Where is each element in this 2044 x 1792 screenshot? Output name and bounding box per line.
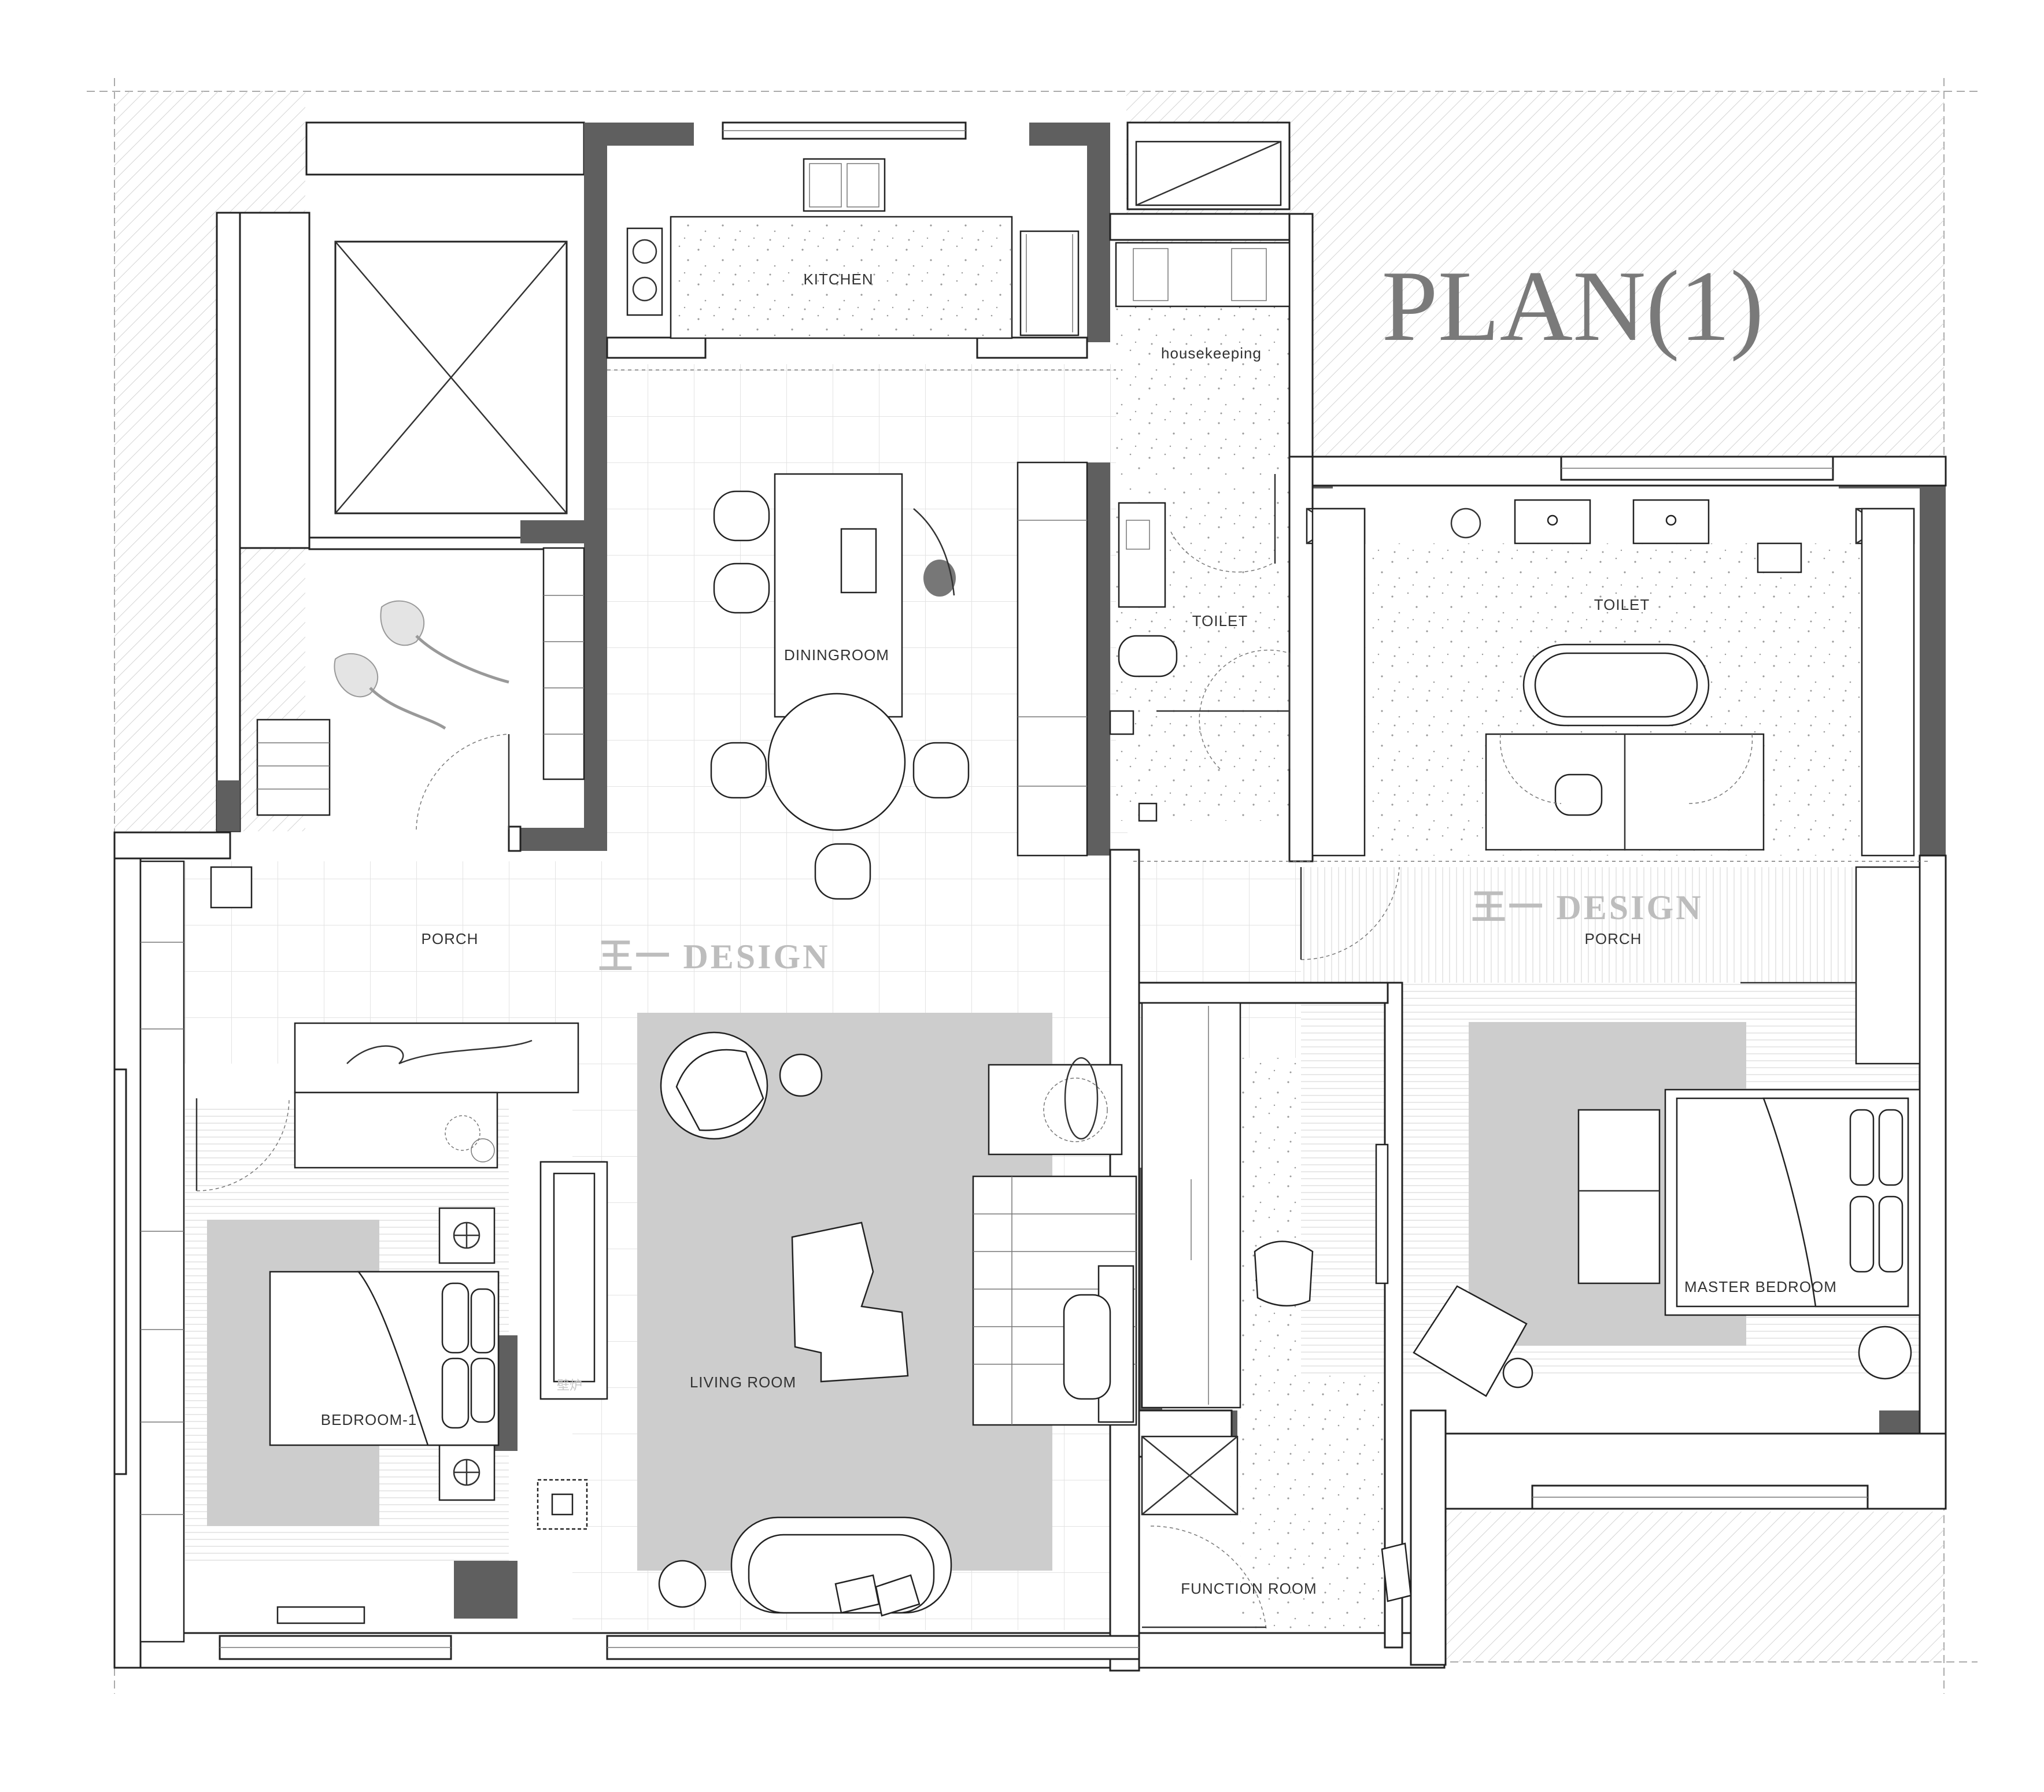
room-label-toilet-small: TOILET: [1192, 612, 1248, 630]
bedroom-1: [195, 1022, 605, 1624]
room-label-housekeeping: housekeeping: [1161, 345, 1262, 362]
lobby: [256, 547, 585, 830]
watermark-right: 王一 DESIGN: [1471, 888, 1703, 927]
room-label-kitchen: KITCHEN: [803, 271, 873, 288]
room-label-diningroom: DININGROOM: [784, 646, 889, 664]
dining-area: [710, 461, 1088, 900]
room-label-bedroom-1: BEDROOM-1: [321, 1411, 417, 1428]
plan-title: PLAN(1): [1381, 250, 1764, 362]
windows: [113, 121, 1869, 1660]
room-label-toilet-master: TOILET: [1594, 596, 1650, 613]
room-label-porch-right: PORCH: [1585, 930, 1642, 947]
room-label-function-room: FUNCTION ROOM: [1181, 1580, 1317, 1597]
room-label-living-room: LIVING ROOM: [690, 1373, 796, 1391]
room-label-master-bedroom: MASTER BEDROOM: [1684, 1278, 1837, 1295]
fireplace: [539, 1161, 608, 1400]
room-labels: KITCHEN housekeeping TOILET TOILET DININ…: [321, 271, 1837, 1597]
kitchen: [607, 158, 1116, 371]
room-label-porch-left: PORCH: [422, 930, 479, 947]
master-toilet: [1306, 499, 1915, 857]
fireplace-label: 壁炉: [557, 1379, 582, 1393]
watermark-left: 王一 DESIGN: [598, 938, 830, 976]
master-bedroom: [1413, 1088, 1921, 1397]
living-room: [658, 1031, 1137, 1617]
porch-details: [139, 860, 1931, 1643]
function-room: [1141, 1002, 1412, 1631]
small-toilet: [1109, 242, 1291, 822]
